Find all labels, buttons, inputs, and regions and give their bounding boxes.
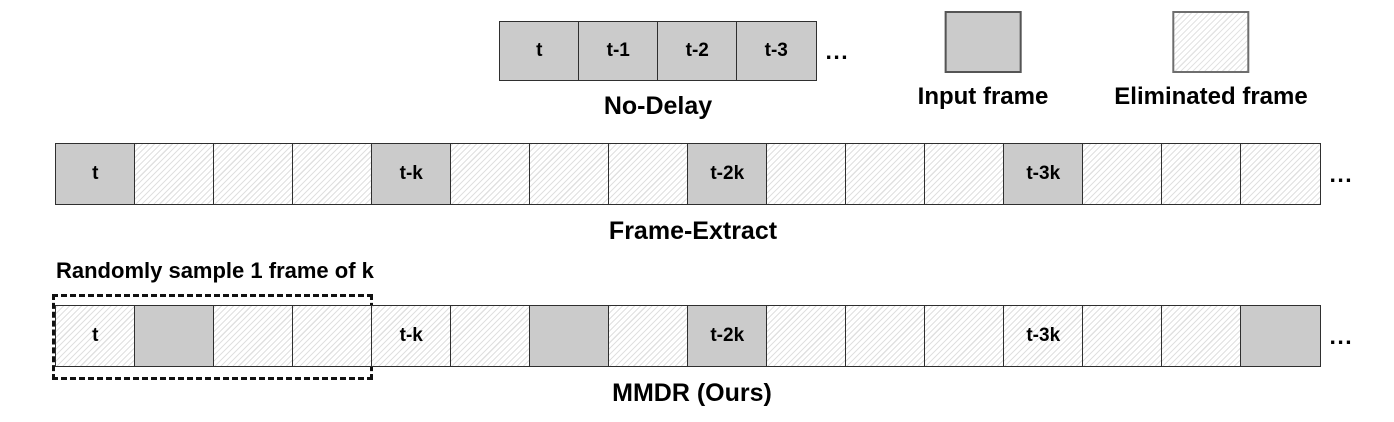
eliminated-frame xyxy=(134,143,215,205)
legend-eliminated-label: Eliminated frame xyxy=(1114,83,1308,110)
input-frame-swatch xyxy=(944,11,1022,73)
eliminated-frame-swatch xyxy=(1172,11,1250,73)
eliminated-frame xyxy=(1240,143,1321,205)
sampled-frame xyxy=(134,305,215,367)
frame-extract-title: Frame-Extract xyxy=(608,217,778,245)
eliminated-frame xyxy=(845,305,926,367)
mmdr-frame-row: t t-k t-2k t-3k... xyxy=(55,305,1353,367)
eliminated-frame xyxy=(924,143,1005,205)
eliminated-frame xyxy=(529,143,610,205)
ellipsis: ... xyxy=(825,37,850,64)
random-sample-annotation: Randomly sample 1 frame of k xyxy=(56,258,374,283)
frame-t-k: t-k xyxy=(371,305,452,367)
sampled-frame xyxy=(1240,305,1321,367)
eliminated-frame xyxy=(213,143,294,205)
frame-t-3: t-3 xyxy=(736,21,817,81)
eliminated-frame xyxy=(845,143,926,205)
eliminated-frame xyxy=(766,305,847,367)
eliminated-frame xyxy=(1161,305,1242,367)
frame-t-3k: t-3k xyxy=(1003,305,1084,367)
eliminated-frame xyxy=(292,305,373,367)
eliminated-frame xyxy=(1161,143,1242,205)
frame-t: t xyxy=(55,305,136,367)
legend-input-label: Input frame xyxy=(917,83,1049,110)
frame-t-2k: t-2k xyxy=(687,143,768,205)
eliminated-frame xyxy=(213,305,294,367)
eliminated-frame xyxy=(608,305,689,367)
legend-eliminated-frame: Eliminated frame xyxy=(1114,11,1308,111)
eliminated-frame xyxy=(292,143,373,205)
frame-t-3k: t-3k xyxy=(1003,143,1084,205)
frame-t-2k: t-2k xyxy=(687,305,768,367)
eliminated-frame xyxy=(450,305,531,367)
ellipsis: ... xyxy=(1329,160,1354,187)
frame-t-2: t-2 xyxy=(657,21,738,81)
eliminated-frame xyxy=(1082,305,1163,367)
frame-t-1: t-1 xyxy=(578,21,659,81)
eliminated-frame xyxy=(766,143,847,205)
legend-input-frame: Input frame xyxy=(917,11,1049,111)
eliminated-frame xyxy=(450,143,531,205)
frame-extract-frame-row: t t-k t-2k t-3k... xyxy=(55,143,1353,205)
eliminated-frame xyxy=(1082,143,1163,205)
frame-t: t xyxy=(55,143,136,205)
no-delay-title: No-Delay xyxy=(603,92,713,120)
sampled-frame xyxy=(529,305,610,367)
frame-t: t xyxy=(499,21,580,81)
mmdr-title: MMDR (Ours) xyxy=(612,379,772,407)
ellipsis: ... xyxy=(1329,322,1354,349)
eliminated-frame xyxy=(924,305,1005,367)
frame-t-k: t-k xyxy=(371,143,452,205)
eliminated-frame xyxy=(608,143,689,205)
